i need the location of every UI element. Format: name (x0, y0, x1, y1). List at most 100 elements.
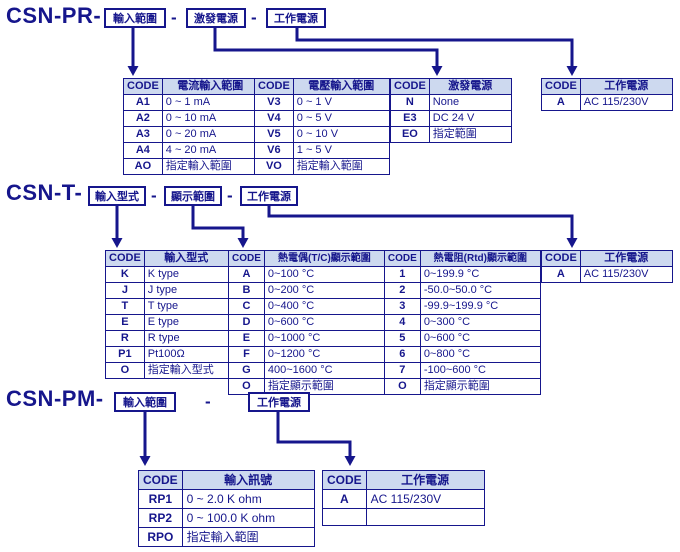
arrow-pr-excitation (213, 28, 443, 76)
arrow-t-power (267, 206, 578, 248)
arrow-t-display-range (191, 206, 249, 248)
code-cell: J (105, 282, 145, 299)
separator-dash: - (171, 8, 177, 27)
column-header: CODE (383, 250, 421, 267)
column-header: 熱電偶(T/C)顯示範圍 (263, 250, 385, 267)
arrow-pm-input-range (139, 412, 151, 466)
model-code-csn-t: CSN-T- (6, 180, 83, 205)
value-cell: 4 ~ 20 mA (161, 142, 259, 159)
value-cell: T type (143, 298, 229, 315)
code-cell: RP2 (138, 508, 183, 528)
value-cell: -100~600 °C (419, 362, 541, 379)
value-cell: 指定顯示範圍 (419, 378, 541, 395)
value-cell: 0 ~ 20 mA (161, 126, 259, 143)
table-row (322, 508, 485, 526)
value-cell: AC 115/230V (579, 266, 673, 283)
separator-dash: - (251, 8, 257, 27)
code-cell: A2 (123, 110, 163, 127)
value-cell: 0~100 °C (263, 266, 385, 283)
value-cell: 0~1000 °C (263, 330, 385, 347)
code-cell: V6 (254, 142, 294, 159)
value-cell: -50.0~50.0 °C (419, 282, 541, 299)
value-cell: 指定輸入範圍 (181, 527, 315, 547)
code-cell: A (322, 489, 367, 509)
column-header: CODE (105, 250, 145, 267)
column-header: 激發電源 (428, 78, 512, 95)
code-cell: P1 (105, 346, 145, 363)
column-header: 工作電源 (579, 250, 673, 267)
value-cell: 0~800 °C (419, 346, 541, 363)
separator-dash: - (227, 186, 233, 205)
code-cell: A (541, 266, 581, 283)
code-cell: V4 (254, 110, 294, 127)
code-cell: E3 (390, 110, 430, 127)
value-cell: 0~300 °C (419, 314, 541, 331)
field-box-pr-input-range: 輸入範圍 (104, 8, 166, 28)
value-cell: AC 115/230V (365, 489, 485, 509)
field-box-t-display-range: 顯示範圍 (164, 186, 222, 206)
column-header: 熱電阻(Rtd)顯示範圍 (419, 250, 541, 267)
value-cell (365, 508, 485, 526)
column-header: CODE (228, 250, 265, 267)
column-header: 輸入型式 (143, 250, 229, 267)
code-cell: O (383, 378, 421, 395)
value-cell: 指定範圍 (428, 126, 512, 143)
code-cell: 1 (383, 266, 421, 283)
separator-dash: - (205, 392, 211, 411)
value-cell: 0 ~ 10 V (292, 126, 390, 143)
field-box-pr-power: 工作電源 (266, 8, 326, 28)
code-cell: AO (123, 158, 163, 175)
column-header: CODE (541, 250, 581, 267)
value-cell: 指定輸入範圍 (161, 158, 259, 175)
code-cell: A (228, 266, 265, 283)
code-cell: R (105, 330, 145, 347)
code-cell: V3 (254, 94, 294, 111)
code-cell: A1 (123, 94, 163, 111)
arrow-pr-input-range (127, 28, 139, 76)
value-cell: E type (143, 314, 229, 331)
value-cell: 0 ~ 10 mA (161, 110, 259, 127)
code-cell: V5 (254, 126, 294, 143)
column-header: CODE (322, 470, 367, 490)
arrow-pm-power (276, 412, 356, 466)
value-cell: DC 24 V (428, 110, 512, 127)
value-cell: 0~200 °C (263, 282, 385, 299)
code-cell: 6 (383, 346, 421, 363)
value-cell: J type (143, 282, 229, 299)
value-cell: 指定顯示範圍 (263, 378, 385, 395)
column-header: CODE (138, 470, 183, 490)
code-cell: 3 (383, 298, 421, 315)
code-cell: A4 (123, 142, 163, 159)
code-cell: O (105, 362, 145, 379)
code-cell: A (541, 94, 581, 111)
column-header: 輸入訊號 (181, 470, 315, 490)
value-cell: 指定輸入範圍 (292, 158, 390, 175)
value-cell: 0~400 °C (263, 298, 385, 315)
value-cell: 0 ~ 1 V (292, 94, 390, 111)
code-cell: N (390, 94, 430, 111)
